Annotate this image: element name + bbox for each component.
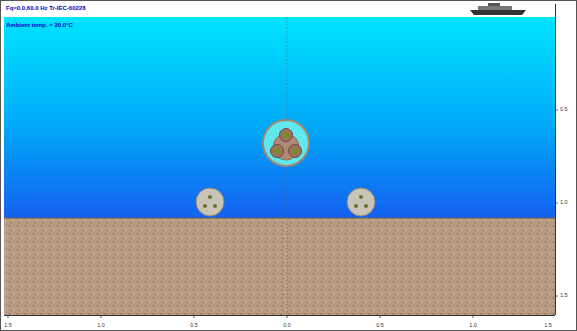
x-tick: 0.5	[190, 323, 198, 329]
x-tick: 0.5	[376, 323, 384, 329]
x-tick: 1.5	[4, 323, 12, 329]
right-cable	[347, 188, 375, 216]
ambient-text: Ambient temp. = 20.0°C	[6, 22, 73, 28]
ship-icon	[470, 3, 526, 15]
three-core-cable	[263, 120, 309, 166]
left-cable	[196, 188, 224, 216]
x-tick: 1.0	[97, 323, 105, 329]
x-tick: 1.0	[469, 323, 477, 329]
header-text: Fq=0.0,60.0 Hz Tr-IEC-60228	[6, 5, 86, 11]
seabed	[4, 218, 555, 315]
y-tick: 0.5	[560, 107, 568, 113]
x-tick: 0.0	[283, 323, 291, 329]
water	[4, 17, 555, 218]
x-tick: 1.5	[544, 323, 552, 329]
y-tick: 1.0	[560, 200, 568, 206]
y-tick: 1.5	[560, 293, 568, 299]
